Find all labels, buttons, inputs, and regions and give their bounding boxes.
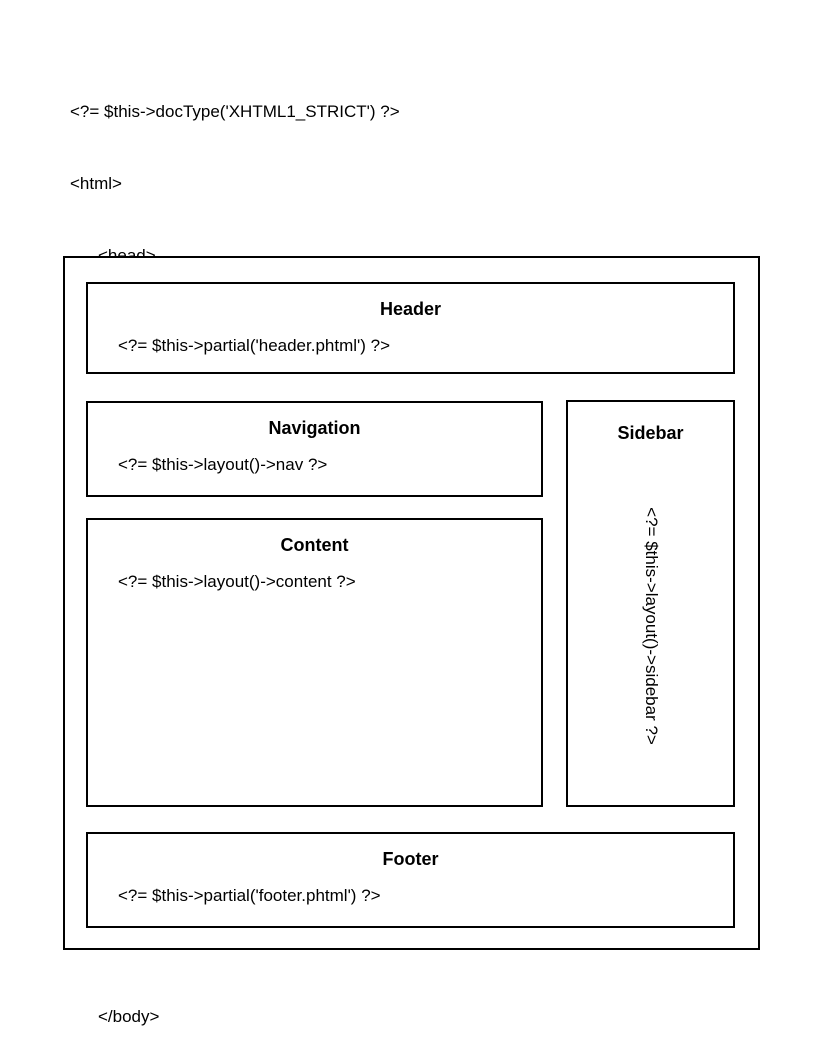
footer-box-title: Footer [382,849,439,869]
code-line-html-open: <html> [70,174,122,193]
code-line-body-close: </body> [98,1007,160,1026]
navigation-box: Navigation <?= $this->layout()->nav ?> [86,401,543,497]
sidebar-box: Sidebar <?= $this->layout()->sidebar ?> [566,400,735,807]
header-box-code: <?= $this->partial('header.phtml') ?> [118,336,391,355]
body-container-box: Header <?= $this->partial('header.phtml'… [63,256,760,950]
content-box: Content <?= $this->layout()->content ?> [86,518,543,807]
navigation-box-title: Navigation [268,418,361,438]
footer-box-code: <?= $this->partial('footer.phtml') ?> [118,886,381,905]
header-box-title: Header [379,299,442,319]
footer-box: Footer <?= $this->partial('footer.phtml'… [86,832,735,928]
sidebar-vertical-text-area: <?= $this->layout()->sidebar ?> [568,446,733,805]
content-box-title: Content [280,535,349,555]
sidebar-box-title: Sidebar [617,423,684,443]
content-box-code: <?= $this->layout()->content ?> [118,572,356,591]
layout-template-code-bottom: </body> </html> [70,957,159,1056]
navigation-box-code: <?= $this->layout()->nav ?> [118,455,328,474]
sidebar-box-code: <?= $this->layout()->sidebar ?> [641,506,661,745]
header-box: Header <?= $this->partial('header.phtml'… [86,282,735,374]
code-line-doctype: <?= $this->docType('XHTML1_STRICT') ?> [70,102,400,121]
